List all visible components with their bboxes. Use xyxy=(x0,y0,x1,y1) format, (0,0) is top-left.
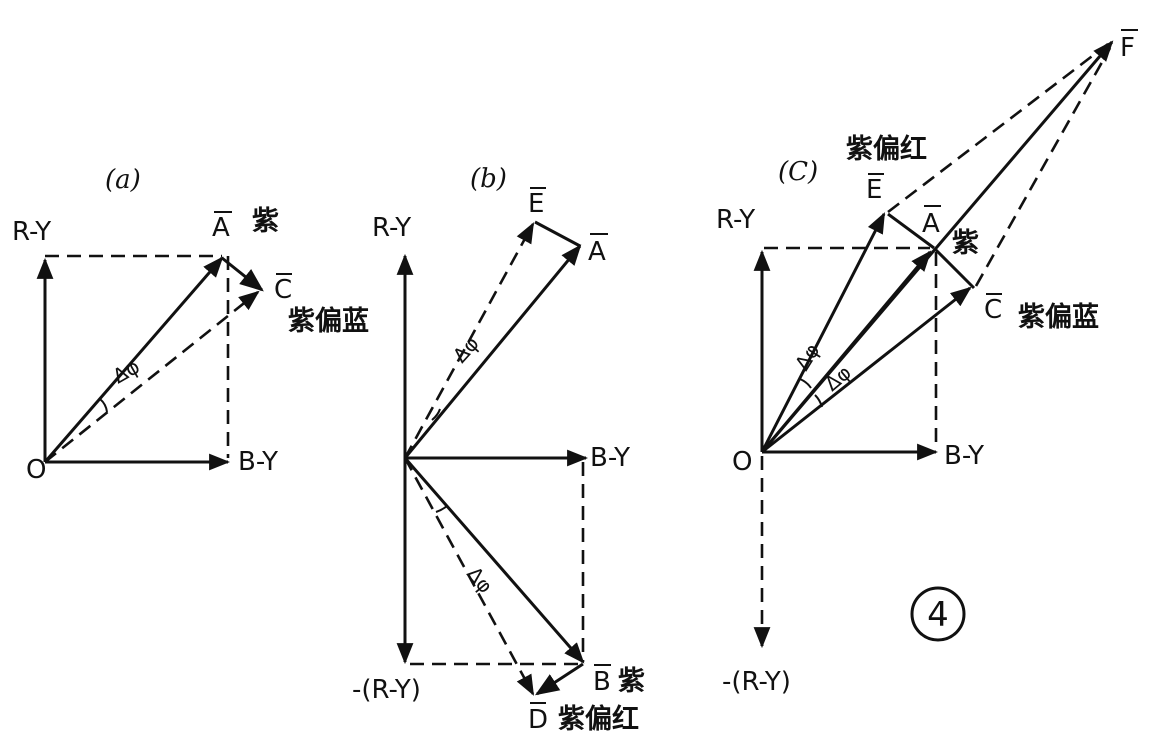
panel-c-label-purple: 紫 xyxy=(952,228,979,259)
panel-a-angle-arc xyxy=(99,398,108,413)
panel-b-angle-arc-upper xyxy=(431,408,441,421)
panel-a-title: (a) xyxy=(105,165,141,195)
panel-b-vector-e xyxy=(403,222,535,459)
panel-b: (b) R-Y B-Y -(R-Y) E A 紫偏蓝 B 紫 xyxy=(288,164,645,735)
panel-b-label-ry: R-Y xyxy=(372,213,411,243)
panel-c-label-by: B-Y xyxy=(944,441,984,471)
panel-a-label-ry: R-Y xyxy=(12,217,51,247)
panel-b-label-neg-ry: -(R-Y) xyxy=(352,675,421,705)
panel-a-vector-c xyxy=(44,290,260,464)
panel-b-label-purple: 紫 xyxy=(618,666,645,697)
panel-b-angle-label-upper: Δφ xyxy=(448,331,484,367)
figure-number-label: 4 xyxy=(927,595,949,635)
panel-b-vector-a xyxy=(403,244,582,459)
panel-c-label-ry: R-Y xyxy=(716,205,755,235)
panel-c-vector-c xyxy=(761,286,972,454)
panel-c-label-neg-ry: -(R-Y) xyxy=(722,667,791,697)
panel-a-vector-a xyxy=(43,256,224,463)
panel-c-label-vec-f: F xyxy=(1120,33,1135,63)
panel-a-label-vec-a: A xyxy=(212,213,230,243)
panel-c-label-purple-red: 紫偏红 xyxy=(846,133,927,165)
panel-c-vector-f xyxy=(760,40,1114,453)
panel-c-angle-label-upper: Δφ xyxy=(790,339,825,375)
panel-b-title: (b) xyxy=(470,164,507,194)
panel-a-label-purple: 紫 xyxy=(252,206,279,237)
panel-a: (a) R-Y B-Y O A 紫 C Δφ xyxy=(12,165,292,485)
panel-c-label-vec-e: E xyxy=(866,175,882,205)
panel-c-parallelogram-upper xyxy=(887,42,1109,214)
figure-number: 4 xyxy=(910,586,966,642)
panel-c-angle-arc-upper xyxy=(799,378,812,389)
panel-a-label-by: B-Y xyxy=(238,447,278,477)
panel-b-vector-b xyxy=(403,457,585,664)
panel-b-label-purple-blue: 紫偏蓝 xyxy=(288,306,369,337)
panel-c-label-origin: O xyxy=(732,447,752,477)
panel-a-label-vec-c: C xyxy=(274,275,292,305)
panel-b-label-by: B-Y xyxy=(590,443,630,473)
panel-b-angle-label-lower: Δφ xyxy=(462,562,498,598)
panel-a-label-origin: O xyxy=(26,455,46,485)
panel-c-vector-e xyxy=(760,212,886,453)
panel-c-title: (C) xyxy=(778,157,818,187)
figure-number-circle xyxy=(910,586,966,642)
panel-b-label-purple-red: 紫偏红 xyxy=(558,703,639,735)
panel-b-label-vec-a: A xyxy=(588,237,606,267)
panel-b-error-vector-lower xyxy=(534,662,584,696)
panel-b-vector-d xyxy=(403,457,535,696)
panel-c-label-vec-c: C xyxy=(984,295,1002,325)
panel-b-angle-arc-lower xyxy=(435,505,448,513)
panel-c-error-vector-upper xyxy=(887,212,935,250)
panel-a-error-vector xyxy=(221,256,264,292)
panel-c-parallelogram-lower xyxy=(974,47,1112,287)
panel-b-error-vector-upper xyxy=(534,220,581,248)
panel-c-label-purple-blue: 紫偏蓝 xyxy=(1018,302,1099,333)
panel-b-label-vec-d: D xyxy=(528,705,548,735)
panel-c-angle-arc-lower xyxy=(814,394,823,408)
panel-b-label-vec-e: E xyxy=(528,189,544,219)
panel-c-error-vector-lower xyxy=(934,248,976,290)
panel-c-label-vec-a: A xyxy=(922,209,940,239)
panel-b-label-vec-b: B xyxy=(593,667,611,697)
panel-c-angle-label-lower: Δφ xyxy=(820,360,856,396)
